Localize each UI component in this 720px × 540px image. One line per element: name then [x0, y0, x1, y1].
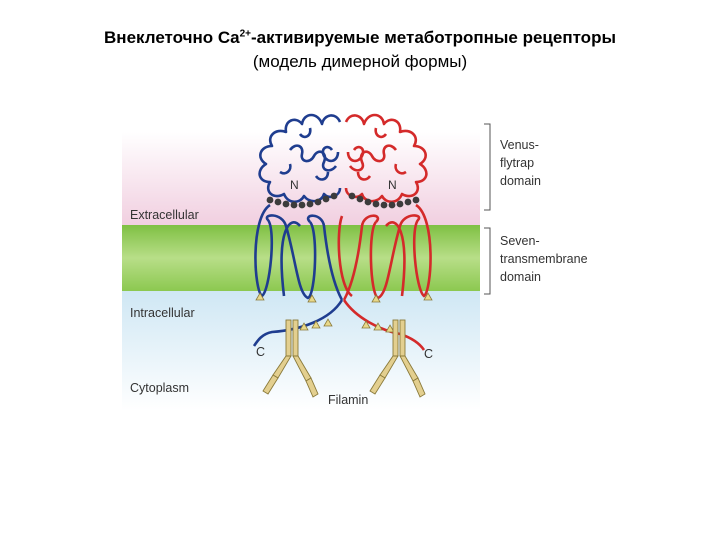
c-terminus-left-label: C [256, 345, 265, 359]
page-subtitle: (модель димерной формы) [252, 52, 468, 71]
tm-bracket [484, 227, 491, 295]
vft-domain-label: Venus- flytrap domain [500, 138, 542, 188]
n-terminus-right-label: N [388, 178, 397, 192]
tm-helices-right [337, 203, 432, 301]
tm-helices-left [254, 203, 344, 301]
tail-triangles [299, 318, 395, 333]
linker-beads [266, 192, 420, 209]
c-terminus-right-label: C [424, 347, 433, 361]
extracellular-label: Extracellular [130, 208, 199, 222]
filamin-right [369, 319, 426, 398]
filamin-left [262, 319, 319, 398]
vft-domain-right [344, 113, 428, 204]
page-title: Внеклеточно Ca2+-активируемые метаботроп… [104, 28, 616, 47]
vft-domain-left [258, 113, 342, 204]
n-terminus-left-label: N [290, 178, 299, 192]
membrane-band [122, 225, 480, 291]
intracellular-label: Intracellular [130, 306, 195, 320]
anchor-triangles [255, 292, 433, 303]
vft-bracket [484, 123, 491, 211]
cytoplasm-label: Cytoplasm [130, 381, 189, 395]
c-tail-left [252, 299, 344, 347]
tm-domain-label: Seven- transmembrane domain [500, 234, 591, 284]
filamin-label: Filamin [328, 393, 368, 407]
